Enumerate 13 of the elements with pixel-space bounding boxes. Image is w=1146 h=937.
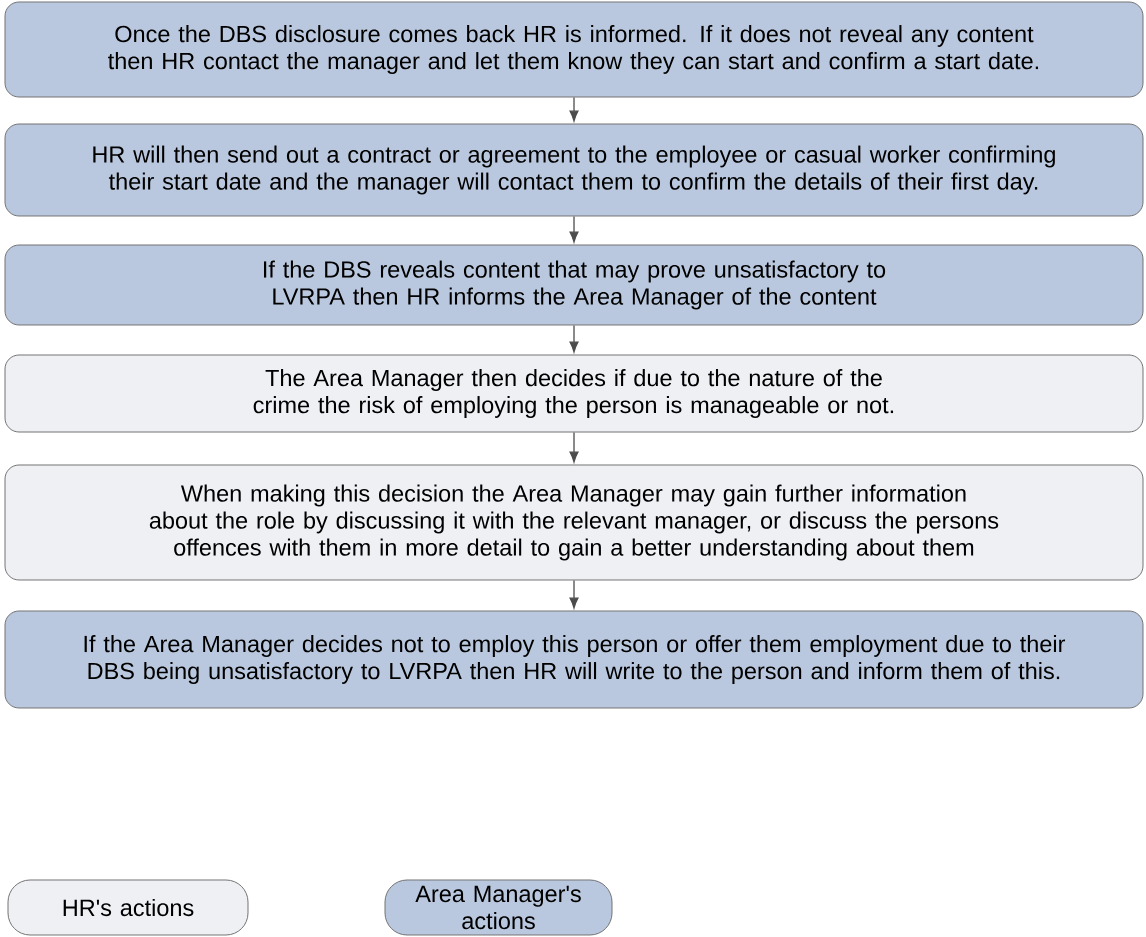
process-box: Once the DBS disclosure comes back HR is informed. If it does not reveal any content then HR contact the manager and let them know they can start and confirm a start date. xyxy=(4,1,1144,98)
legend-box: Area Manager's actions xyxy=(384,879,613,936)
process-box: If the Area Manager decides not to employ this person or offer them employment due to their DBS being unsatisfactory to LVRPA then HR will write to the person and inform them of this. xyxy=(4,610,1144,709)
process-box: If the DBS reveals content that may prove unsatisfactory to LVRPA then HR informs the Area Manager of the content xyxy=(4,244,1144,326)
process-box: When making this decision the Area Manager may gain further information about the role by discussing it with the relevant manager, or discuss the persons offences with them in more detail to gain a better understanding about them xyxy=(4,464,1144,581)
process-box: The Area Manager then decides if due to the nature of the crime the risk of employing the person is manageable or not. xyxy=(4,354,1144,433)
process-box: HR will then send out a contract or agreement to the employee or casual worker confirming their start date and the manager will contact them to confirm the details of their first day. xyxy=(4,123,1144,217)
arrow xyxy=(569,96,579,122)
arrow xyxy=(569,431,579,463)
arrow xyxy=(569,579,579,609)
arrow xyxy=(569,215,579,243)
arrow xyxy=(569,324,579,353)
legend-box: HR's actions xyxy=(7,879,249,936)
